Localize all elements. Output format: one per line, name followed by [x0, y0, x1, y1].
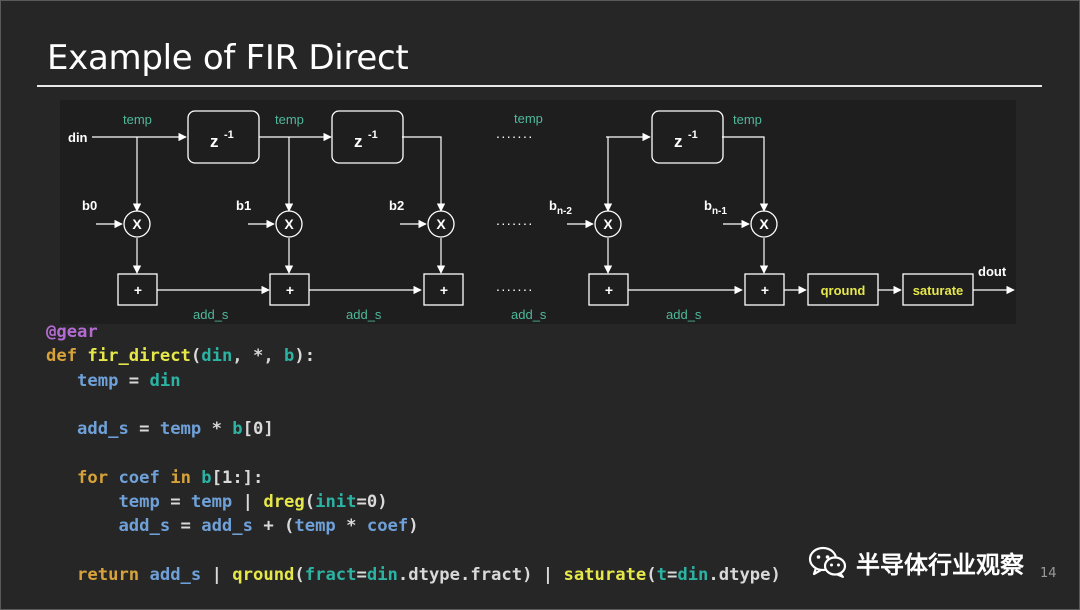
title-underline	[37, 85, 1042, 87]
coef-label-b1: b1	[236, 198, 251, 213]
adder-n2	[588, 273, 629, 306]
code-blank	[46, 539, 781, 563]
code-line-5: for coef in b[1:]:	[77, 467, 264, 488]
qround-label: qround	[821, 283, 866, 298]
svg-text:z: z	[210, 132, 219, 151]
code-line-3: temp = din	[77, 370, 181, 391]
temp-label: temp	[514, 111, 543, 126]
coef-label-b0: b0	[82, 198, 97, 213]
wechat-icon	[808, 546, 847, 578]
mult-symbol: X	[436, 216, 446, 232]
watermark: 半导体行业观察	[808, 540, 1024, 584]
add-symbol: +	[286, 282, 294, 298]
adder-0	[117, 273, 158, 306]
code-line-1: @gear	[46, 322, 98, 342]
multiplier-0	[123, 210, 151, 238]
mult-symbol: X	[132, 216, 142, 232]
coef-label-b2: b2	[389, 198, 404, 213]
adder-1	[269, 273, 310, 306]
delay-block-n: z -1	[651, 110, 724, 164]
add-symbol: +	[761, 282, 769, 298]
add-symbol: +	[134, 282, 142, 298]
code-line-6: temp = temp | dreg(init=0)	[118, 492, 388, 513]
fir-direct-diagram: z -1 z -1 z -1 X X X X X + + + + +	[60, 100, 1016, 324]
add-s-label: add_s	[193, 307, 229, 322]
diagram-background	[60, 100, 1016, 324]
multiplier-n2	[594, 210, 622, 238]
code-line-8: return add_s | qround(fract=din.dtype.fr…	[77, 564, 781, 585]
delay-block-1: z -1	[187, 110, 260, 164]
slide-title: Example of FIR Direct	[47, 38, 409, 78]
saturate-block	[902, 273, 974, 306]
mult-symbol: X	[284, 216, 294, 232]
din-label: din	[68, 130, 88, 145]
add-s-label: add_s	[346, 307, 382, 322]
adder-n1	[744, 273, 785, 306]
temp-label: temp	[733, 112, 762, 127]
code-line-4: add_s = temp * b[0]	[77, 419, 274, 440]
svg-text:-1: -1	[224, 129, 234, 141]
svg-text:-1: -1	[688, 129, 698, 141]
multiplier-1	[275, 210, 303, 238]
code-line-2: def fir_direct(din, *, b):	[46, 346, 316, 367]
ellipsis-bottom: .......	[496, 278, 534, 294]
adder-2	[423, 273, 464, 306]
svg-text:z: z	[354, 132, 363, 151]
temp-label: temp	[275, 112, 304, 127]
code-block: @gear def fir_direct(din, *, b): temp = d…	[46, 320, 781, 587]
code-line-7: add_s = add_s + (temp * coef)	[118, 516, 419, 537]
watermark-text: 半导体行业观察	[856, 550, 1024, 579]
ellipsis-top: .......	[496, 125, 534, 141]
svg-text:-1: -1	[368, 129, 378, 141]
multiplier-2	[427, 210, 455, 238]
delay-block-2: z -1	[331, 110, 404, 164]
add-s-label: add_s	[511, 307, 547, 322]
code-blank	[46, 393, 781, 417]
coef-label-bn2: bn-2	[549, 198, 572, 217]
qround-block	[807, 273, 879, 306]
svg-text:z: z	[674, 132, 683, 151]
dout-label: dout	[978, 264, 1007, 279]
coef-label-bn1: bn-1	[704, 198, 727, 217]
multiplier-n1	[750, 210, 778, 238]
ellipsis-mid: .......	[496, 212, 534, 228]
saturate-label: saturate	[913, 283, 964, 298]
add-symbol: +	[440, 282, 448, 298]
add-symbol: +	[605, 282, 613, 298]
temp-label: temp	[123, 112, 152, 127]
add-s-label: add_s	[666, 307, 702, 322]
code-blank	[46, 441, 781, 465]
mult-symbol: X	[603, 216, 613, 232]
mult-symbol: X	[759, 216, 769, 232]
page-number: 14	[1040, 566, 1057, 581]
